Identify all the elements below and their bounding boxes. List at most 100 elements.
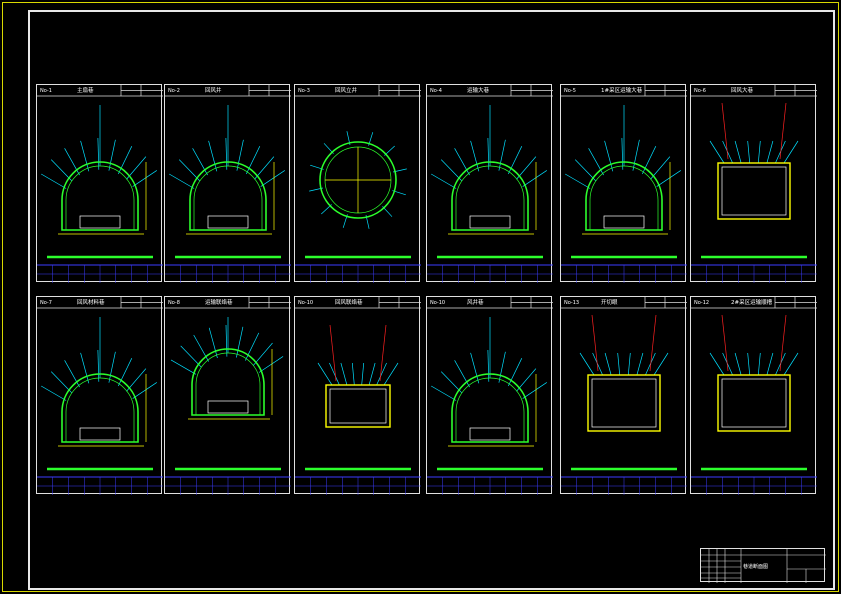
callout-line	[632, 139, 640, 171]
rect-section	[587, 374, 661, 432]
section-panel-4: No-4 运输大巷	[426, 84, 553, 283]
callout-line	[498, 351, 506, 383]
callout-line	[627, 352, 631, 376]
callout-line	[383, 362, 399, 386]
section-drawing	[691, 297, 817, 495]
callout-line	[656, 170, 681, 187]
track-bed	[603, 215, 645, 229]
anchor-line	[591, 314, 599, 372]
rect-lining	[721, 378, 787, 428]
panel-number: No-3	[298, 88, 310, 94]
callout-line	[80, 140, 90, 172]
panel-title: 运输大巷	[467, 88, 490, 94]
callout-line	[507, 146, 523, 175]
anchor-line	[721, 102, 729, 160]
section-drawing	[295, 297, 421, 495]
section-panel-7: No-7 回风材料巷	[36, 296, 163, 495]
section-panel-12: No-12 2#采区运输顺槽	[690, 296, 817, 495]
callout-line	[470, 352, 480, 384]
callout-line	[64, 148, 80, 176]
callout-line	[783, 352, 799, 376]
callout-line	[734, 352, 742, 376]
callout-line	[260, 170, 285, 187]
panel-number: No-7	[40, 300, 52, 306]
panel-title: 开切眼	[601, 300, 618, 306]
panel-number: No-10	[430, 300, 446, 306]
panel-title: 运输联络巷	[205, 300, 233, 306]
panel-number: No-1	[40, 88, 52, 94]
section-drawing	[37, 297, 163, 495]
drawing-name: 巷道断面图	[743, 564, 769, 570]
callout-line	[522, 170, 547, 187]
callout-line	[97, 349, 100, 382]
panel-title: 回风大巷	[731, 88, 754, 94]
callout-line	[431, 385, 457, 401]
callout-line	[636, 352, 644, 376]
callout-line	[522, 382, 547, 399]
anchor-line	[721, 314, 729, 372]
callout-line	[604, 140, 614, 172]
callout-line	[757, 352, 761, 376]
callout-line	[579, 352, 595, 376]
arch-outline	[451, 373, 529, 443]
callout-line	[709, 352, 725, 376]
section-panel-10: No-10 风井巷	[426, 296, 553, 495]
shaft-outline	[319, 141, 397, 219]
callout-line	[236, 139, 244, 171]
arch-lining	[193, 165, 263, 230]
track-bed	[79, 427, 121, 441]
callout-line	[41, 173, 67, 189]
callout-line	[431, 173, 457, 189]
panel-title: 风井巷	[467, 300, 484, 306]
section-panel-6: No-6 回风大巷	[690, 84, 817, 283]
callout-line	[329, 362, 340, 386]
callout-line	[783, 140, 799, 164]
panel-title: 回风材料巷	[77, 300, 105, 306]
track-bed	[207, 215, 249, 229]
callout-line	[244, 332, 260, 361]
callout-line	[368, 362, 376, 386]
section-drawing	[37, 85, 163, 283]
callout-line	[351, 362, 355, 386]
panel-number: No-8	[168, 300, 180, 306]
callout-line	[734, 140, 742, 164]
panel-title: 回风立井	[335, 88, 358, 94]
arch-lining	[455, 165, 525, 230]
callout-line	[747, 352, 751, 376]
track-bed	[469, 215, 511, 229]
anchor-line	[779, 102, 787, 160]
callout-line	[757, 140, 761, 164]
arch-outline	[61, 373, 139, 443]
callout-line	[108, 351, 116, 383]
callout-line	[376, 362, 387, 386]
section-drawing	[691, 85, 817, 283]
section-drawing	[427, 85, 553, 283]
callout-line	[766, 140, 774, 164]
callout-line	[192, 148, 208, 176]
rect-section	[717, 374, 791, 432]
section-drawing	[561, 85, 687, 283]
callout-line	[641, 146, 657, 175]
callout-line	[64, 360, 80, 388]
callout-line	[132, 170, 157, 187]
callout-line	[117, 358, 133, 387]
callout-line	[507, 358, 523, 387]
section-panel-9: No-10 回风联络巷	[294, 296, 421, 495]
track-bed	[207, 400, 249, 414]
rect-section	[717, 162, 791, 220]
callout-line	[621, 137, 624, 170]
section-panel-8: No-8 运输联络巷	[164, 296, 291, 495]
callout-line	[565, 173, 591, 189]
callout-line	[225, 137, 228, 170]
callout-line	[225, 324, 228, 357]
callout-line	[208, 140, 218, 172]
track-bed	[469, 427, 511, 441]
callout-line	[487, 137, 490, 170]
callout-line	[340, 362, 348, 386]
anchor-line	[779, 314, 787, 372]
arch-outline	[189, 161, 267, 231]
panel-title: 2#采区运输顺槽	[731, 300, 773, 306]
anchor-line	[649, 314, 657, 372]
section-panel-5: No-5 1#采区运输大巷	[560, 84, 687, 283]
